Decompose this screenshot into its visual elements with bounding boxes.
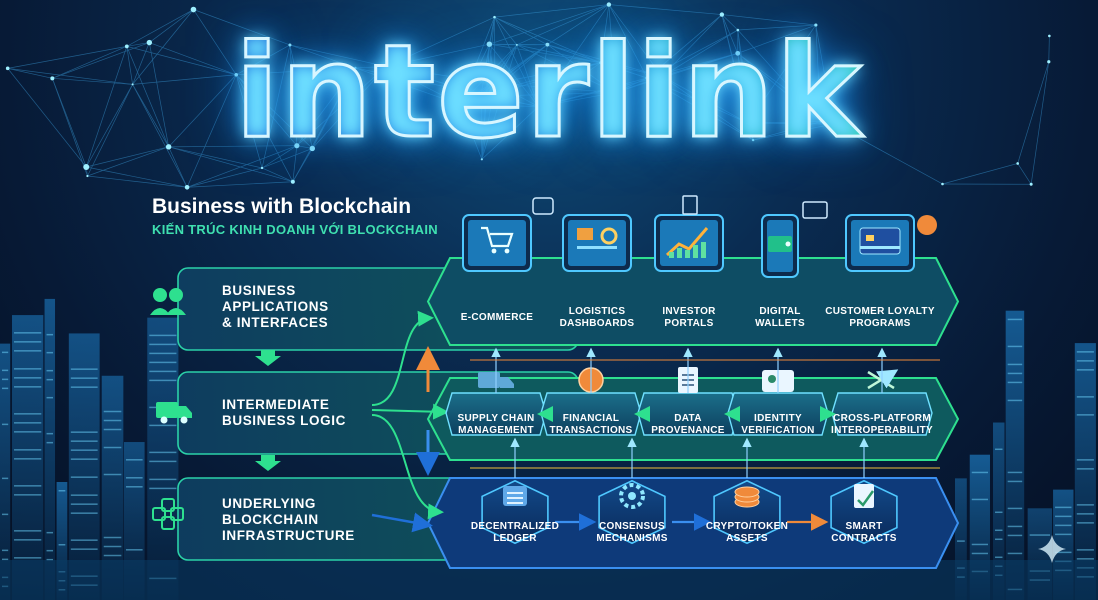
city-skyline-left [0, 298, 179, 600]
layer-down-arrow-2 [255, 455, 281, 471]
sparkle-icon [1038, 535, 1066, 563]
logic-label-cross-platform: CROSS-PLATFORM INTEROPERABILITY [830, 413, 934, 436]
coin-badge-icon [917, 215, 937, 235]
infra-label-ledger: DECENTRALIZED LEDGER [470, 521, 560, 544]
delivery-truck-icon [156, 402, 192, 424]
people-icon [150, 288, 186, 315]
note-icon [682, 195, 698, 215]
app-label-investor-portals: INVESTOR PORTALS [662, 306, 716, 329]
infra-label-smart-contracts: SMART CONTRACTS [831, 521, 897, 544]
app-panel [426, 257, 960, 346]
logic-label-identity: IDENTITY VERIFICATION [741, 413, 815, 436]
app-label-customer-loyalty: CUSTOMER LOYALTY PROGRAMS [825, 306, 935, 329]
infra-label-crypto: CRYPTO/TOKEN ASSETS [705, 521, 789, 544]
id-card-icon [727, 370, 829, 436]
logic-label-data-provenance: DATA PROVENANCE [651, 413, 725, 436]
app-label-digital-wallets: DIGITAL WALLETS [755, 306, 805, 329]
layer-down-arrow-1 [255, 350, 281, 366]
wallet-icon [761, 214, 799, 278]
diagram-subtitle: KIẾN TRÚC KINH DOANH VỚI BLOCKCHAIN [152, 222, 438, 237]
connector-infra-to-infra [371, 512, 433, 533]
infra-label-consensus: CONSENSUS MECHANISMS [596, 521, 668, 544]
chat-bubble-icon [532, 197, 554, 215]
blocks-icon [152, 498, 184, 530]
layer-label-applications: BUSINESS APPLICATIONS & INTERFACES [222, 283, 329, 330]
connector-logic-to-infra [371, 414, 444, 520]
layer-label-logic: INTERMEDIATE BUSINESS LOGIC [222, 397, 346, 428]
growth-chart-icon [654, 214, 724, 272]
ledger-icon [481, 479, 549, 545]
coin-stack-icon [713, 479, 781, 545]
credit-card-icon [845, 214, 915, 272]
connector-logic-to-apps [371, 310, 434, 406]
city-skyline-right [955, 310, 1096, 600]
app-label-e-commerce: E-COMMERCE [460, 312, 534, 323]
network-lines [7, 4, 1050, 188]
network-nodes [5, 2, 1051, 190]
connector-logic-to-logic [371, 403, 449, 420]
diagram-title: Business with Blockchain [152, 195, 412, 218]
shopping-cart-icon [462, 214, 532, 272]
truck-icon [445, 372, 547, 436]
contract-icon [830, 479, 898, 545]
logic-label-supply-chain: SUPPLY CHAIN MANAGEMENT [457, 413, 535, 436]
document-icon [637, 367, 739, 436]
app-label-logistics-dashboards: LOGISTICS DASHBOARDS [559, 306, 635, 329]
dashboard-icon [562, 214, 632, 272]
mail-icon [802, 201, 828, 219]
logic-label-financial: FINANCIAL TRANSACTIONS [549, 413, 633, 436]
gear-icon [598, 479, 666, 545]
interlink-logo: interlink [233, 17, 864, 169]
layer-label-infrastructure: UNDERLYING BLOCKCHAIN INFRASTRUCTURE [222, 496, 355, 543]
